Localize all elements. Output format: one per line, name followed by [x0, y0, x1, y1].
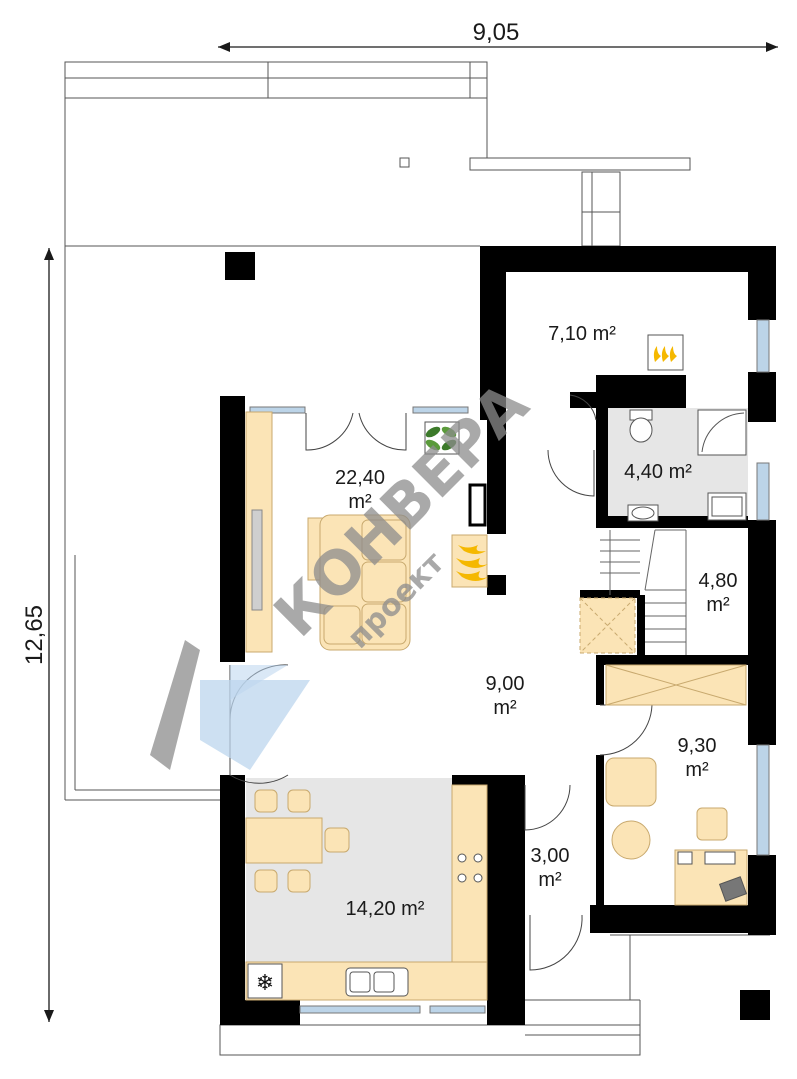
snowflake-icon: ❄ — [256, 970, 274, 995]
kitchen-floor — [246, 778, 452, 964]
office-unit: m² — [685, 759, 709, 781]
stove — [457, 853, 483, 883]
room-labels: 22,40 m² 7,10 m² 4,40 m² 4,80 m² 9,00 m²… — [335, 323, 738, 920]
boiler — [647, 334, 684, 371]
hall-unit: m² — [493, 697, 517, 719]
staircase — [600, 529, 687, 655]
fridge — [247, 963, 283, 999]
entry-unit: m² — [538, 869, 562, 891]
terrace-outline — [64, 61, 770, 1056]
chimney — [468, 483, 487, 527]
bath-area: 4,40 m² — [624, 461, 692, 483]
height-label: 12,65 — [21, 605, 48, 665]
windows — [249, 319, 770, 1014]
stairs-area: 4,80 — [699, 570, 738, 592]
bath-fixtures — [627, 409, 747, 522]
fireplace-flame-icon — [456, 545, 488, 581]
kitchen-area: 14,20 m² — [346, 898, 425, 920]
garage-area: 7,10 m² — [548, 323, 616, 345]
hall-area: 9,00 — [486, 673, 525, 695]
plant-icon — [424, 421, 460, 455]
office-area: 9,30 — [678, 735, 717, 757]
height-dimension: 12,65 — [21, 248, 54, 1022]
office-equipment — [677, 851, 748, 902]
living-unit: m² — [348, 491, 372, 513]
living-area: 22,40 — [335, 467, 385, 489]
width-label: 9,05 — [473, 19, 520, 46]
walls — [220, 246, 776, 1025]
living-furniture — [245, 411, 488, 653]
wardrobe — [605, 664, 747, 706]
heater-flame-icon — [653, 346, 677, 362]
stairs-unit: m² — [706, 594, 730, 616]
sink — [345, 967, 409, 997]
width-dimension: 9,05 — [218, 19, 778, 52]
pillar — [225, 252, 255, 280]
entry-area: 3,00 — [531, 845, 570, 867]
